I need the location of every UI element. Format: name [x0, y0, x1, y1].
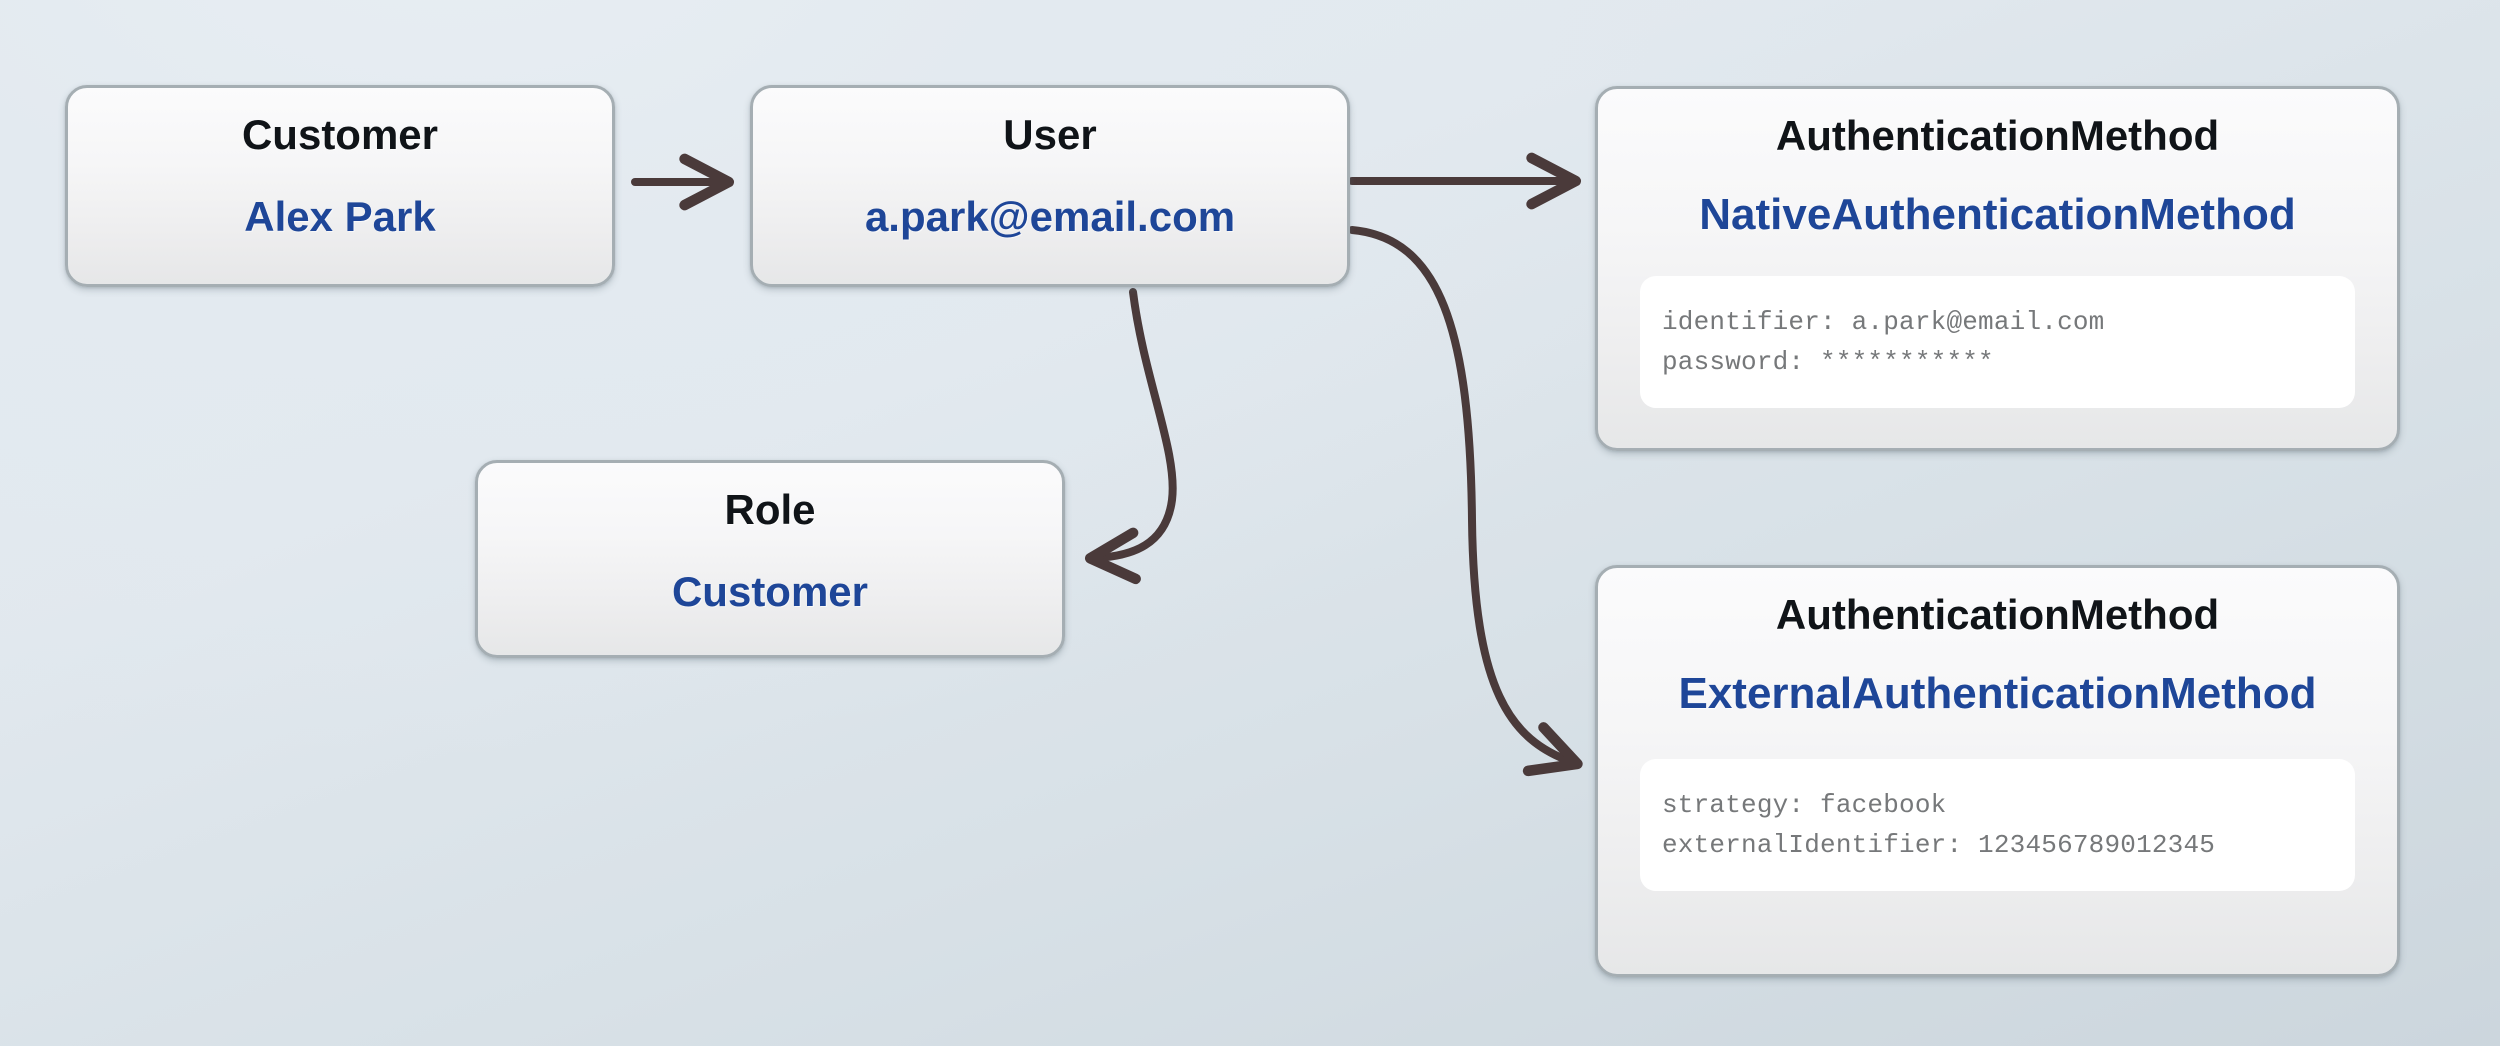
- node-user-value: a.park@email.com: [864, 193, 1236, 241]
- node-authentication-method-external[interactable]: AuthenticationMethod ExternalAuthenticat…: [1595, 565, 2400, 977]
- detail-line-password: password: ***********: [1662, 346, 1994, 377]
- detail-line-identifier: identifier: a.park@email.com: [1662, 306, 2105, 337]
- detail-line-external-identifier: externalIdentifier: 123456789012345: [1662, 829, 2216, 860]
- node-authentication-method-native[interactable]: AuthenticationMethod NativeAuthenticatio…: [1595, 86, 2400, 451]
- node-auth-external-title: AuthenticationMethod: [1775, 591, 2220, 638]
- connector-user-to-role: [1084, 288, 1177, 585]
- node-auth-native-value: NativeAuthenticationMethod: [1699, 190, 2296, 240]
- node-user-title: User: [1003, 111, 1097, 158]
- node-user[interactable]: User a.park@email.com: [750, 85, 1350, 287]
- node-role-value: Customer: [671, 568, 869, 616]
- node-role-title: Role: [724, 486, 816, 533]
- node-customer[interactable]: Customer Alex Park: [65, 85, 615, 287]
- node-role[interactable]: Role Customer: [475, 460, 1065, 658]
- node-auth-native-title: AuthenticationMethod: [1775, 112, 2220, 159]
- node-customer-title: Customer: [241, 111, 439, 158]
- connector-user-to-external: [1348, 226, 1583, 777]
- node-customer-value: Alex Park: [244, 193, 436, 241]
- detail-line-strategy: strategy: facebook: [1662, 789, 1947, 820]
- node-auth-external-value: ExternalAuthenticationMethod: [1678, 669, 2317, 719]
- auth-native-detail-panel: identifier: a.park@email.com password: *…: [1640, 275, 2355, 409]
- auth-external-detail-panel: strategy: facebook externalIdentifier: 1…: [1640, 758, 2355, 892]
